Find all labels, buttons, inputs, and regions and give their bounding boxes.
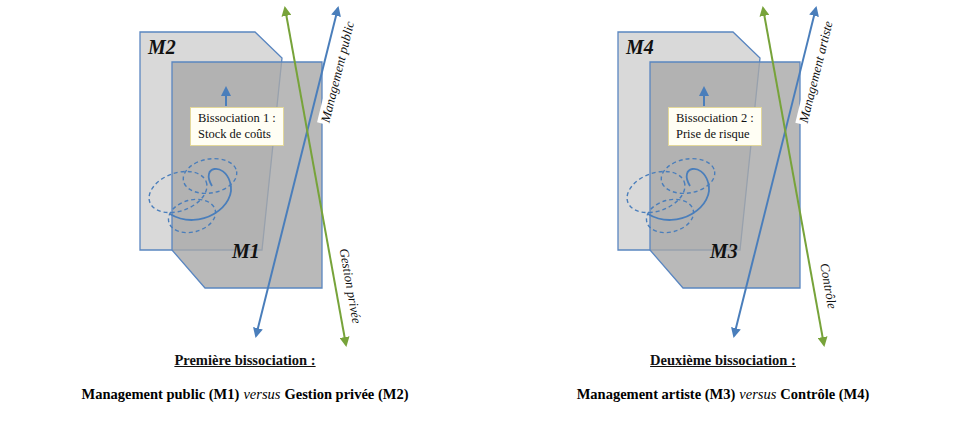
plane-label: M4 — [626, 36, 654, 59]
caption-line: Management artiste (M3)versusContrôle (M… — [577, 386, 870, 403]
caption-line: Management public (M1)versusGestion priv… — [82, 386, 409, 403]
box-text: Bissociation 1 : — [198, 111, 276, 127]
caption-title: Deuxième bissociation : — [650, 352, 796, 369]
plane-outline — [172, 62, 322, 288]
bissociation-box: Bissociation 1 :Stock de coûts — [190, 107, 284, 146]
caption-part: Contrôle (M4) — [780, 386, 869, 403]
box-text: Bissociation 2 : — [676, 111, 754, 127]
plane-label: M3 — [710, 240, 738, 263]
caption-part: Gestion privée (M2) — [284, 386, 408, 403]
box-text: Stock de coûts — [198, 127, 276, 143]
caption-part: Management public (M1) — [82, 386, 240, 403]
up-arrow — [225, 88, 227, 106]
caption-part: versus — [243, 386, 280, 403]
plane-label: M1 — [232, 240, 260, 263]
plane-label: M2 — [148, 36, 176, 59]
box-text: Prise de risque — [676, 127, 754, 143]
plane: M1 — [172, 62, 322, 288]
caption-title: Première bissociation : — [174, 352, 315, 369]
caption-part: Management artiste (M3) — [577, 386, 736, 403]
bissociation-box: Bissociation 2 :Prise de risque — [668, 107, 762, 146]
caption-part: versus — [739, 386, 776, 403]
plane-outline — [650, 62, 800, 288]
axis-label: Management public — [317, 18, 359, 126]
axis-label: Management artiste — [795, 18, 837, 127]
plane: M3 — [650, 62, 800, 288]
axis-label: Contrôle — [816, 260, 840, 312]
